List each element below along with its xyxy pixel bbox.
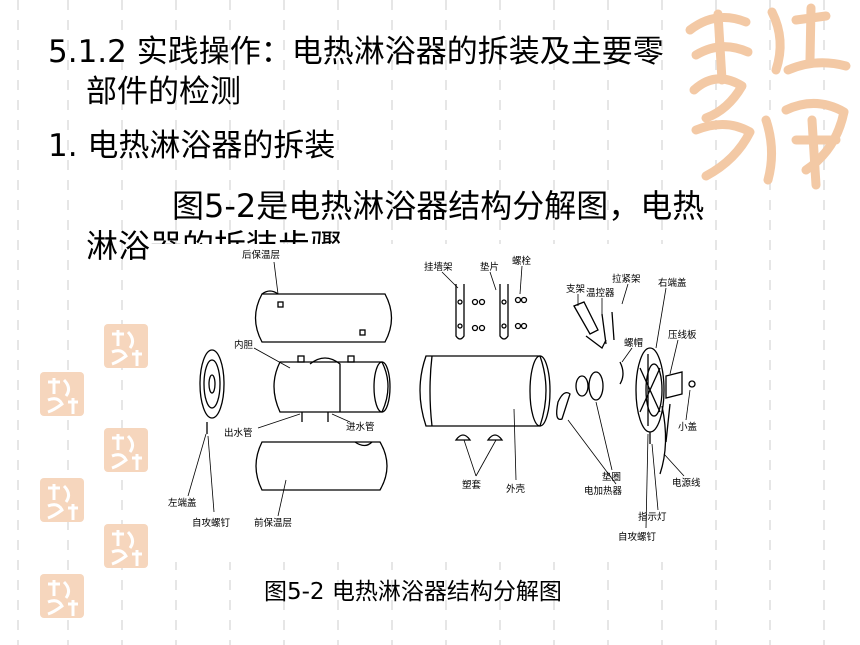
stand-thermostat — [573, 301, 624, 385]
electric-heater — [556, 371, 604, 421]
label-thermostat: 温控器 — [586, 287, 615, 299]
label-indicator-light: 指示灯 — [638, 511, 667, 523]
label-power-cord: 电源线 — [672, 477, 701, 489]
wall-bracket — [455, 284, 528, 340]
decorative-seal-small — [104, 324, 148, 368]
exploded-view-diagram: 后保温层 内胆 出水管 进水管 左端盖 自攻螺钉 前保温层 挂墙架 垫片 螺栓 … — [150, 244, 710, 562]
leader-lines — [187, 261, 691, 529]
label-wall-bracket: 挂墙架 — [424, 261, 453, 273]
label-plastic-sleeve: 塑套 — [462, 479, 482, 491]
label-small-cover: 小盖 — [678, 421, 698, 433]
front-insulation-layer — [255, 441, 388, 491]
subsection-heading: 1. 电热淋浴器的拆装 — [48, 128, 336, 164]
label-electric-heater: 电加热器 — [584, 485, 623, 497]
label-outer-shell: 外壳 — [506, 483, 526, 495]
label-front-insulation: 前保温层 — [254, 517, 292, 529]
label-stand: 支架 — [566, 283, 586, 295]
section-heading: 5.1.2 实践操作：电热淋浴器的拆装及主要零 — [48, 34, 664, 70]
decorative-seal-small — [104, 524, 148, 568]
decorative-seal-small — [40, 478, 84, 522]
label-inner-tank: 内胆 — [234, 339, 254, 351]
label-self-tapping-screw-right: 自攻螺钉 — [618, 531, 657, 543]
outer-shell — [419, 355, 551, 427]
section-heading-continuation: 部件的检测 — [86, 74, 241, 110]
label-inlet-pipe: 进水管 — [346, 421, 375, 433]
right-end-cap — [635, 347, 665, 444]
label-left-end-cap: 左端盖 — [168, 497, 197, 509]
terminal-board — [665, 371, 696, 443]
label-self-tapping-screw-left: 自攻螺钉 — [192, 517, 231, 529]
label-bolt: 螺栓 — [512, 255, 532, 267]
label-nut: 螺帽 — [624, 337, 643, 349]
label-outlet-pipe: 出水管 — [224, 427, 253, 439]
back-insulation-layer — [254, 290, 393, 343]
power-cord — [659, 405, 667, 475]
label-gasket: 垫圈 — [602, 471, 621, 483]
decorative-seal-small — [40, 372, 84, 416]
label-back-insulation: 后保温层 — [242, 249, 280, 261]
label-terminal-board: 压线板 — [668, 329, 697, 341]
paragraph-line-1: 图5-2是电热淋浴器结构分解图，电热 — [172, 187, 705, 225]
decorative-seal-large — [685, 3, 851, 190]
plastic-sleeves — [454, 434, 504, 441]
label-right-end-cap: 右端盖 — [658, 277, 687, 289]
decorative-seal-small — [104, 428, 148, 472]
figure-caption: 图5-2 电热淋浴器结构分解图 — [264, 579, 562, 605]
label-tension-bracket: 拉紧架 — [612, 273, 641, 285]
label-washer: 垫片 — [480, 261, 499, 273]
decorative-seal-small — [40, 574, 84, 618]
inner-tank — [273, 355, 391, 422]
left-end-cap — [199, 349, 225, 434]
